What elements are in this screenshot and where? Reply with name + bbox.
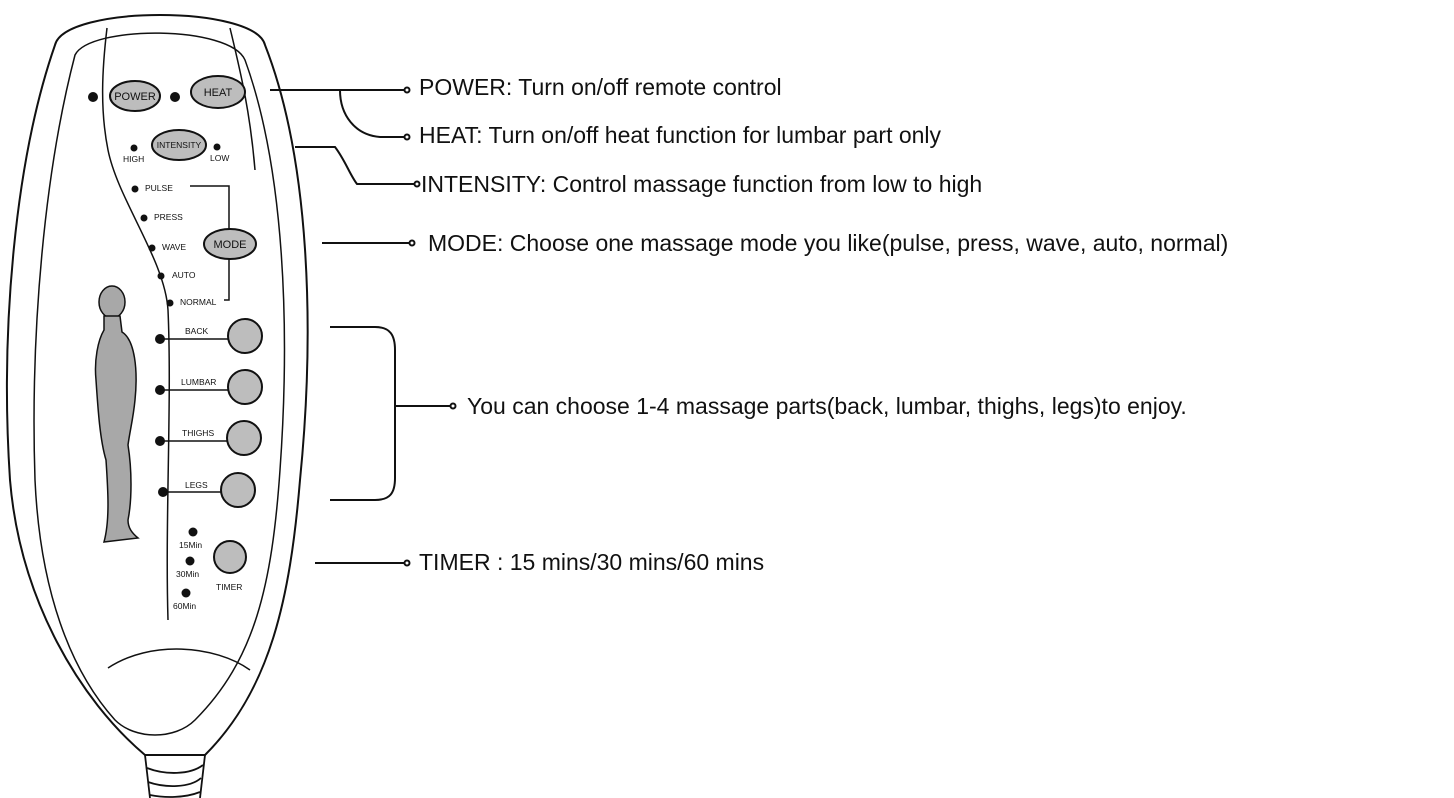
timer-button-label: TIMER <box>216 582 242 592</box>
part-row-legs: LEGS <box>158 472 256 508</box>
lumbar-label: LUMBAR <box>181 377 216 387</box>
callout-texts: POWER: Turn on/off remote control HEAT: … <box>419 74 1228 575</box>
timer-30-label: 30Min <box>176 569 199 579</box>
heat-button-label: HEAT <box>204 87 233 99</box>
power-button-label: POWER <box>114 91 156 103</box>
remote-face-bottom-curve <box>107 648 251 671</box>
timer-button[interactable] <box>213 540 247 574</box>
power-indicator-light <box>88 92 98 102</box>
timer-60-label: 60Min <box>173 601 196 611</box>
power-button[interactable]: POWER <box>109 80 161 112</box>
mode-button-label: MODE <box>214 239 247 251</box>
legs-button[interactable] <box>220 472 256 508</box>
power-heat-section: POWER HEAT <box>88 75 246 112</box>
intensity-button[interactable]: INTENSITY <box>151 129 207 161</box>
part-row-back: BACK <box>155 318 263 354</box>
timer-30-light <box>185 556 195 566</box>
intensity-low-light <box>213 143 221 151</box>
mode-auto-label: AUTO <box>172 270 196 280</box>
heat-callout-line <box>339 89 405 138</box>
parts-bracket <box>330 326 396 501</box>
remote-inner-outline <box>33 32 286 736</box>
thighs-label: THIGHS <box>182 428 214 438</box>
mode-press-light <box>140 214 148 222</box>
mode-wave-light <box>148 244 156 252</box>
mode-auto-light <box>157 272 165 280</box>
remote-body <box>6 14 309 798</box>
part-row-thighs: THIGHS <box>155 420 262 456</box>
intensity-high-light <box>130 144 138 152</box>
timer-60-light <box>181 588 191 598</box>
lumbar-button[interactable] <box>227 369 263 405</box>
intensity-low-label: LOW <box>210 153 229 163</box>
timer-section: 15Min 30Min 60Min TIMER <box>173 527 247 611</box>
callout-lines <box>270 86 457 567</box>
intensity-description: INTENSITY: Control massage function from… <box>421 171 982 197</box>
mode-pulse-light <box>131 185 139 193</box>
intensity-callout-line <box>295 146 415 185</box>
mode-normal-label: NORMAL <box>180 297 217 307</box>
mode-button[interactable]: MODE <box>203 228 257 260</box>
mode-description: MODE: Choose one massage mode you like(p… <box>428 230 1228 256</box>
timer-15-light <box>188 527 198 537</box>
mode-press-label: PRESS <box>154 212 183 222</box>
heat-button[interactable]: HEAT <box>190 75 246 109</box>
body-silhouette-icon <box>94 285 140 543</box>
intensity-high-label: HIGH <box>123 154 144 164</box>
thighs-button[interactable] <box>226 420 262 456</box>
power-description: POWER: Turn on/off remote control <box>419 74 782 100</box>
part-row-lumbar: LUMBAR <box>155 369 263 405</box>
cable-strain-relief <box>144 754 206 798</box>
timer-15-label: 15Min <box>179 540 202 550</box>
back-label: BACK <box>185 326 208 336</box>
mode-pulse-label: PULSE <box>145 183 173 193</box>
mode-section: PULSE PRESS WAVE AUTO NORMAL MODE <box>131 183 257 307</box>
parts-description: You can choose 1-4 massage parts(back, l… <box>467 393 1187 419</box>
legs-label: LEGS <box>185 480 208 490</box>
mode-normal-light <box>166 299 174 307</box>
intensity-button-label: INTENSITY <box>157 140 202 150</box>
remote-outer-outline <box>6 14 309 756</box>
heat-description: HEAT: Turn on/off heat function for lumb… <box>419 122 942 148</box>
mode-wave-label: WAVE <box>162 242 186 252</box>
heat-indicator-light <box>170 92 180 102</box>
timer-description: TIMER : 15 mins/30 mins/60 mins <box>419 549 764 575</box>
intensity-section: HIGH INTENSITY LOW <box>123 129 229 164</box>
massage-parts-section: BACK LUMBAR THIGHS LEGS <box>155 318 263 508</box>
back-button[interactable] <box>227 318 263 354</box>
